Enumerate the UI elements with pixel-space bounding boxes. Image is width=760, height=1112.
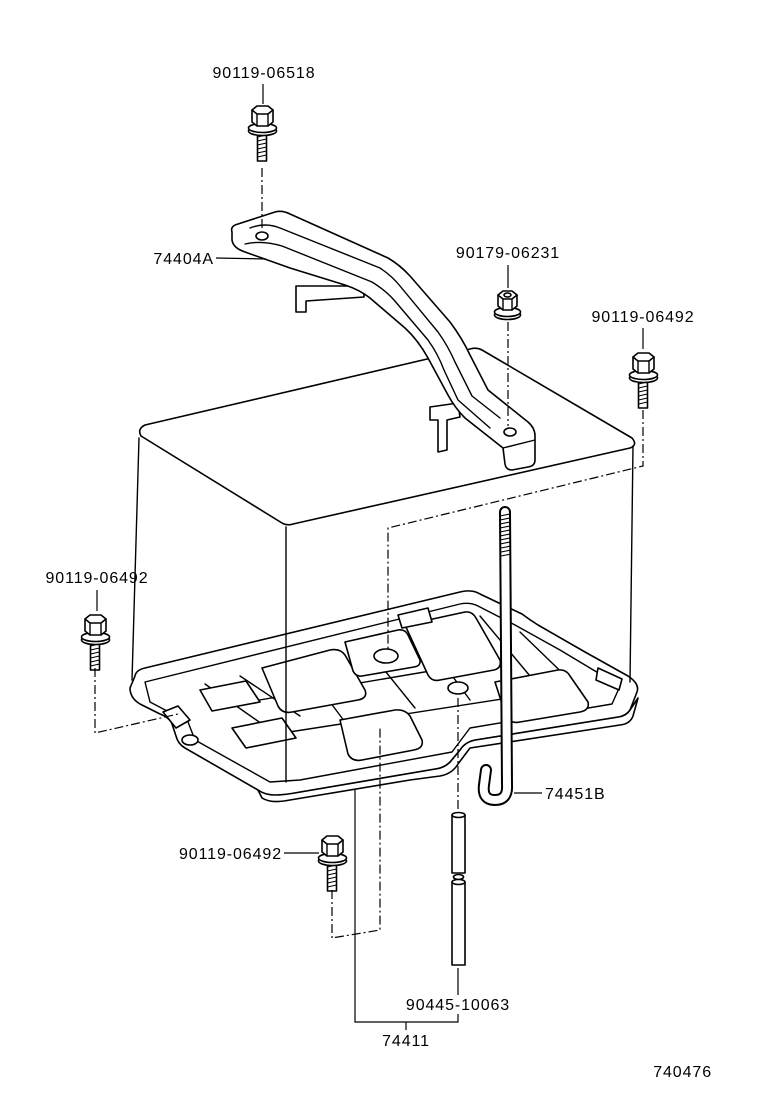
clamp-tab	[295, 285, 365, 313]
sleeve-lower-end	[451, 878, 466, 886]
sleeve-upper-end	[451, 811, 466, 819]
battery-tray	[129, 590, 639, 803]
label-rod: 74451B	[545, 786, 606, 803]
rod-thread	[499, 513, 512, 557]
callout-labels: 90119-06518 74404A 90179-06231 90119-064…	[45, 65, 712, 1081]
assembly-line-bottom	[331, 728, 381, 939]
tray-mount-hole	[373, 648, 399, 664]
tray-rim-lip	[144, 602, 621, 783]
diagram-id: 740476	[653, 1064, 712, 1081]
sleeve-upper	[451, 814, 466, 874]
label-bolt-left: 90119-06492	[45, 570, 148, 587]
assembly-line-right	[387, 410, 644, 650]
label-top-bolt: 90119-06518	[212, 65, 315, 82]
tray-corner-tab	[162, 705, 191, 729]
clamp-rib	[244, 241, 491, 429]
clamp-end-face	[502, 439, 536, 449]
sleeve-lower	[451, 881, 466, 966]
bolt-top	[247, 105, 278, 162]
clamp-nut	[493, 290, 522, 321]
clamp-strap	[230, 210, 536, 471]
label-tray: 74411	[382, 1033, 430, 1050]
battery-top-face	[138, 347, 636, 526]
tray-corner-tab	[397, 607, 433, 629]
sleeve	[451, 811, 466, 966]
leader-tray-bracket	[354, 790, 459, 1030]
bolt-left	[80, 614, 111, 671]
tray-corner-tab	[595, 667, 623, 691]
hold-down-rod	[477, 506, 514, 807]
label-clamp: 74404A	[153, 251, 214, 268]
assembly-lines	[94, 168, 644, 939]
label-bolt-bottom: 90119-06492	[179, 846, 282, 863]
hold-down-clamp	[230, 210, 536, 471]
tray-pad	[339, 709, 424, 762]
label-bolt-right: 90119-06492	[591, 309, 694, 326]
clamp-hole	[503, 427, 517, 437]
leader-clamp	[215, 257, 267, 260]
bolt-right	[628, 352, 659, 409]
battery-outline	[131, 347, 636, 783]
label-sleeve: 90445-10063	[406, 997, 510, 1014]
leader-lines	[96, 84, 644, 1030]
bolt-bottom	[317, 835, 348, 892]
tray-pad	[261, 648, 367, 714]
tray-pad	[199, 680, 261, 712]
tray-mount-hole	[181, 734, 199, 746]
battery-edge-right	[629, 445, 634, 683]
battery-edge-left	[131, 437, 140, 681]
clamp-rib	[249, 224, 501, 419]
label-clamp-nut: 90179-06231	[456, 245, 560, 262]
tray-pad	[404, 611, 502, 682]
assembly-line-left	[94, 668, 179, 734]
rod-body	[479, 508, 512, 805]
tray-mount-hole	[447, 681, 469, 695]
clamp-hole	[255, 231, 269, 241]
tray-recess	[231, 717, 297, 749]
